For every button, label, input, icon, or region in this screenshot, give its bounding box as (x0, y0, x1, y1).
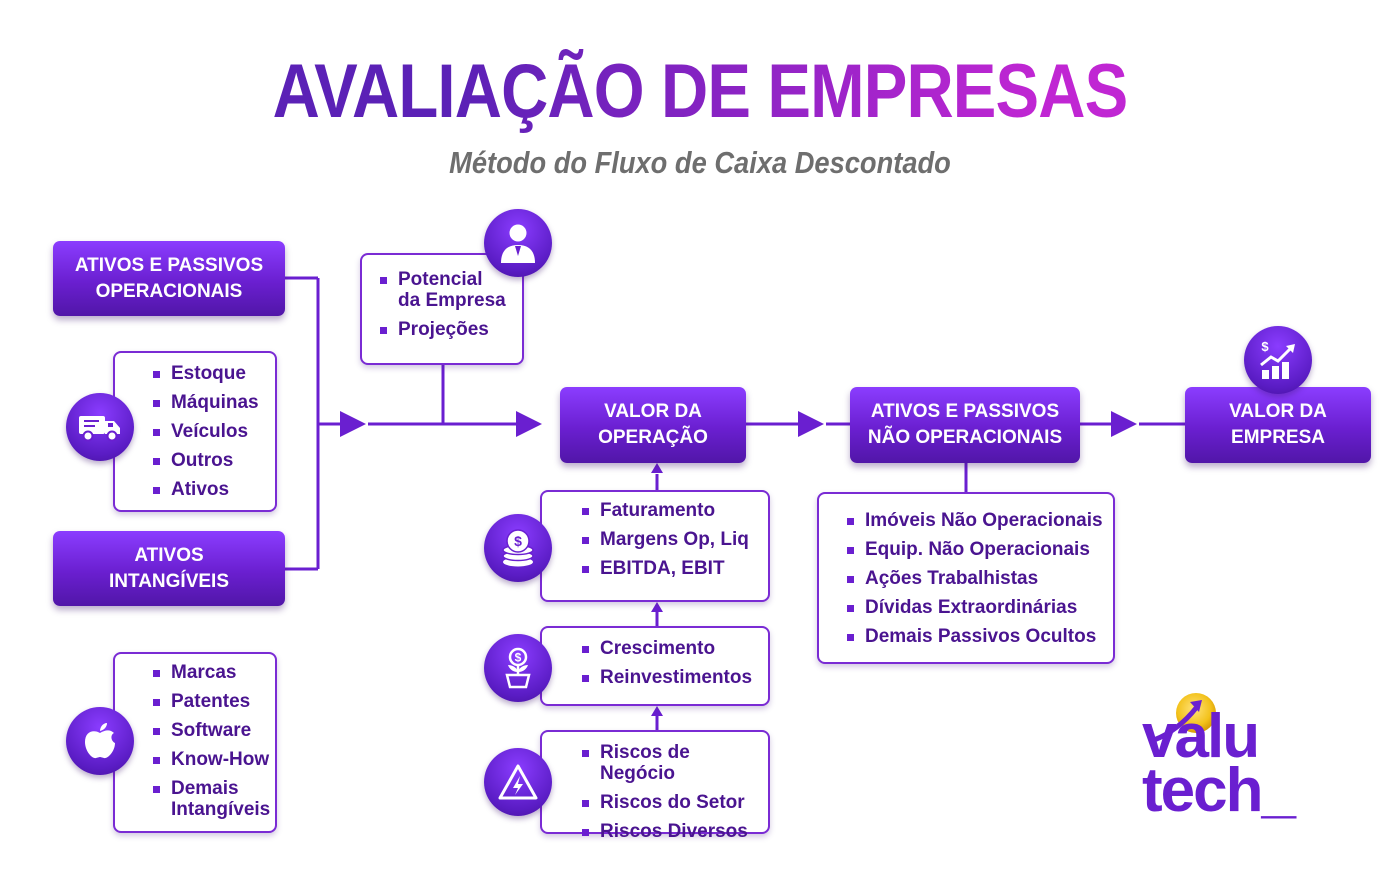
list-item: EBITDA, EBIT (578, 558, 768, 579)
list-item: Projeções (376, 319, 522, 340)
list-item: Máquinas (149, 392, 275, 413)
non-operational-header: ATIVOS E PASSIVOS NÃO OPERACIONAIS (850, 387, 1080, 463)
arrow-right (1111, 411, 1137, 437)
operational-assets-header-label: ATIVOS E PASSIVOS OPERACIONAIS (74, 254, 264, 302)
risks-list: Riscos de Negócio Riscos do Setor Riscos… (540, 730, 770, 842)
non-operational-list: Imóveis Não Operacionais Equip. Não Oper… (817, 492, 1115, 664)
list-item: Margens Op, Liq (578, 529, 768, 550)
list-item: Ativos (149, 479, 275, 500)
operation-value-header-label: VALOR DA OPERAÇÃO (598, 401, 708, 448)
list-item: Reinvestimentos (578, 667, 768, 688)
intangible-assets-list: Marcas Patentes Software Know-How Demais… (113, 652, 277, 833)
list-item: Riscos de Negócio (578, 742, 768, 784)
growth-chart-icon: $ (1244, 326, 1312, 394)
page-subtitle: Método do Fluxo de Caixa Descontado (449, 145, 951, 180)
valutech-logo: valu tech_ (1140, 688, 1380, 838)
list-item: Demais Passivos Ocultos (843, 626, 1113, 647)
list-item: Dívidas Extraordinárias (843, 597, 1113, 618)
page-title: AVALIAÇÃO DE EMPRESAS (98, 48, 1302, 135)
non-operational-header-label: ATIVOS E PASSIVOS NÃO OPERACIONAIS (867, 401, 1063, 448)
list-item: Ações Trabalhistas (843, 568, 1113, 589)
logo-text-line2: tech_ (1142, 756, 1296, 825)
list-item: Crescimento (578, 638, 768, 659)
arrow-up (651, 463, 663, 473)
operation-value-header: VALOR DA OPERAÇÃO (560, 387, 746, 463)
svg-text:$: $ (514, 533, 522, 549)
company-value-header: VALOR DA EMPRESA (1185, 387, 1371, 463)
list-item: Veículos (149, 421, 275, 442)
businessman-icon (484, 209, 552, 277)
arrow-up (651, 602, 663, 612)
company-potential-box: Potencial da Empresa Projeções (360, 253, 524, 365)
list-item: Software (149, 720, 275, 741)
svg-text:$: $ (515, 651, 522, 665)
list-item: Riscos Diversos (578, 821, 768, 842)
operational-assets-header: ATIVOS E PASSIVOS OPERACIONAIS (53, 241, 285, 316)
svg-text:$: $ (1261, 339, 1269, 354)
list-item: Marcas (149, 662, 275, 683)
intangible-assets-header-label: ATIVOS INTANGÍVEIS (109, 544, 229, 592)
list-item: Riscos do Setor (578, 792, 768, 813)
apple-icon (66, 707, 134, 775)
list-item: Faturamento (578, 500, 768, 521)
coins-icon: $ (484, 514, 552, 582)
list-item: Patentes (149, 691, 275, 712)
revenue-list: Faturamento Margens Op, Liq EBITDA, EBIT (540, 490, 770, 602)
list-item: Demais Intangíveis (149, 778, 275, 820)
logo-coin-icon (1153, 693, 1216, 743)
arrow-up (651, 706, 663, 716)
warning-icon (484, 748, 552, 816)
company-value-header-label: VALOR DA EMPRESA (1229, 401, 1327, 448)
arrow-right (516, 411, 542, 437)
logo-text-line1: valu (1142, 702, 1260, 771)
arrow-right (798, 411, 824, 437)
list-item: Outros (149, 450, 275, 471)
list-item: Estoque (149, 363, 275, 384)
list-item: Imóveis Não Operacionais (843, 510, 1113, 531)
growth-list: Crescimento Reinvestimentos (540, 626, 770, 706)
list-item: Potencial da Empresa (376, 269, 522, 311)
intangible-assets-header: ATIVOS INTANGÍVEIS (53, 531, 285, 606)
arrow-right (340, 411, 366, 437)
list-item: Equip. Não Operacionais (843, 539, 1113, 560)
operational-assets-list: Estoque Máquinas Veículos Outros Ativos (113, 351, 277, 512)
list-item: Know-How (149, 749, 275, 770)
truck-icon (66, 393, 134, 461)
money-plant-icon: $ (484, 634, 552, 702)
